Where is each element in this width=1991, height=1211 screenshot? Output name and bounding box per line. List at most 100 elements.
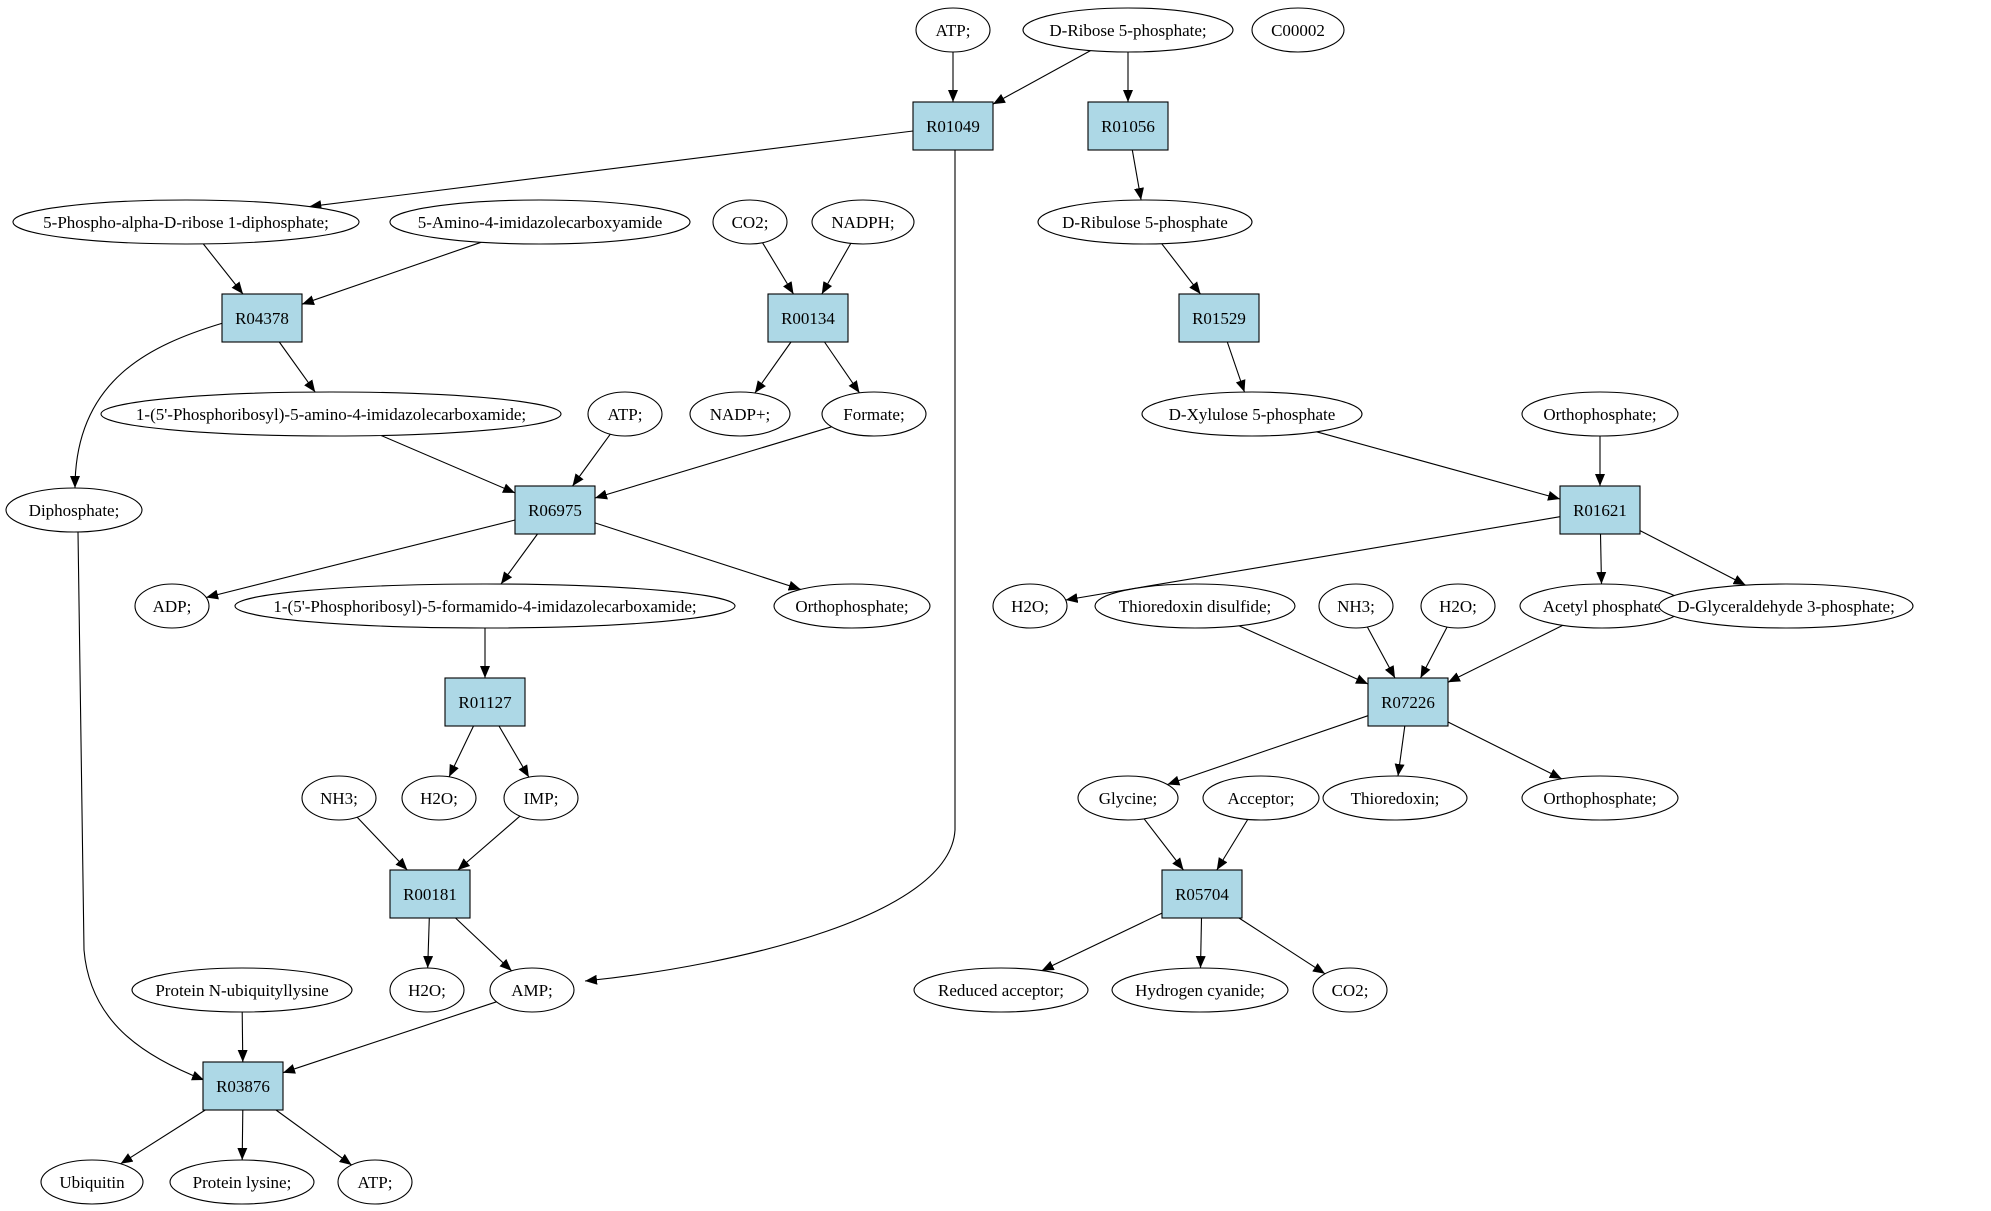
node-label: H2O; (1439, 597, 1477, 616)
compound-node-h2o-r01621[interactable]: H2O; (992, 583, 1068, 629)
compound-node-nadph[interactable]: NADPH; (811, 199, 915, 245)
compound-node-aica[interactable]: 5-Amino-4-imidazolecarboxyamide (389, 199, 691, 245)
compound-node-prpp[interactable]: 5-Phospho-alpha-D-ribose 1-diphosphate; (12, 199, 360, 245)
compound-node-formate[interactable]: Formate; (821, 391, 927, 437)
node-label: NH3; (320, 789, 358, 808)
node-label: 1-(5'-Phosphoribosyl)-5-amino-4-imidazol… (136, 405, 526, 424)
reaction-node-r01127[interactable]: R01127 (444, 677, 526, 727)
reaction-node-r07226[interactable]: R07226 (1367, 677, 1449, 727)
edge-r05704-to-reduced-acceptor (1041, 912, 1163, 972)
node-label: Thioredoxin; (1351, 789, 1440, 808)
compound-node-protein-n-ubiq[interactable]: Protein N-ubiquityllysine (131, 967, 353, 1013)
compound-node-d-xylulose-5p[interactable]: D-Xylulose 5-phosphate (1141, 391, 1363, 437)
compound-node-diphosphate[interactable]: Diphosphate; (5, 487, 143, 533)
reaction-box (1559, 485, 1641, 535)
node-label: C00002 (1271, 21, 1325, 40)
compound-node-ubiquitin[interactable]: Ubiquitin (40, 1159, 144, 1205)
compound-node-aicar[interactable]: 1-(5'-Phosphoribosyl)-5-amino-4-imidazol… (100, 391, 562, 437)
compound-ellipse (503, 775, 579, 821)
reaction-node-r01056[interactable]: R01056 (1087, 101, 1169, 151)
compound-ellipse (301, 775, 377, 821)
node-label: D-Xylulose 5-phosphate (1169, 405, 1336, 424)
compound-node-d-ribulose-5p[interactable]: D-Ribulose 5-phosphate (1037, 199, 1253, 245)
edge-r03876-to-atp-bottom (275, 1109, 352, 1166)
edge-r01127-to-h2o-r01127 (448, 725, 474, 778)
node-label: IMP; (524, 789, 559, 808)
compound-node-ortho-r07226[interactable]: Orthophosphate; (1521, 775, 1679, 821)
reaction-box (767, 293, 849, 343)
reaction-node-r01049[interactable]: R01049 (912, 101, 994, 151)
reaction-box (1087, 101, 1169, 151)
reaction-node-r04378[interactable]: R04378 (221, 293, 303, 343)
compound-node-imp[interactable]: IMP; (503, 775, 579, 821)
compound-node-acceptor[interactable]: Acceptor; (1202, 775, 1320, 821)
compound-node-co2-top[interactable]: CO2; (712, 199, 788, 245)
edge-d-ribulose-5p-to-r01529 (1161, 243, 1201, 295)
reaction-node-r00134[interactable]: R00134 (767, 293, 849, 343)
node-label: ADP; (153, 597, 192, 616)
reaction-box (444, 677, 526, 727)
compound-node-atp-top[interactable]: ATP; (915, 7, 991, 53)
node-label: R00181 (403, 885, 457, 904)
compound-node-ortho-r06975[interactable]: Orthophosphate; (773, 583, 931, 629)
compound-node-thioredoxin[interactable]: Thioredoxin; (1322, 775, 1468, 821)
edge-imp-to-r00181 (457, 815, 521, 871)
compound-ellipse (821, 391, 927, 437)
compound-node-acetyl-phosphate[interactable]: Acetyl phosphate (1519, 583, 1685, 629)
compound-node-h2o-r00181[interactable]: H2O; (389, 967, 465, 1013)
compound-node-adp[interactable]: ADP; (134, 583, 210, 629)
compound-node-gap[interactable]: D-Glyceraldehyde 3-phosphate; (1658, 583, 1914, 629)
reaction-node-r01621[interactable]: R01621 (1559, 485, 1641, 535)
compound-ellipse (913, 967, 1089, 1013)
compound-node-atp-bottom[interactable]: ATP; (337, 1159, 413, 1205)
reaction-node-r03876[interactable]: R03876 (202, 1061, 284, 1111)
compound-node-nh3-right[interactable]: NH3; (1318, 583, 1394, 629)
compound-node-reduced-acceptor[interactable]: Reduced acceptor; (913, 967, 1089, 1013)
node-label: Acceptor; (1227, 789, 1294, 808)
compound-node-h2o-right[interactable]: H2O; (1420, 583, 1496, 629)
compound-node-co2-bottom[interactable]: CO2; (1312, 967, 1388, 1013)
compound-ellipse (234, 583, 736, 629)
compound-ellipse (401, 775, 477, 821)
reaction-node-r01529[interactable]: R01529 (1178, 293, 1260, 343)
compound-node-glycine[interactable]: Glycine; (1077, 775, 1179, 821)
compound-node-amp[interactable]: AMP; (489, 967, 575, 1013)
edge-protein-n-ubiq-to-r03876 (237, 1011, 248, 1063)
compound-node-atp-mid[interactable]: ATP; (587, 391, 663, 437)
reaction-node-r05704[interactable]: R05704 (1161, 869, 1243, 919)
edge-amp-to-r03876 (282, 1001, 497, 1074)
compound-node-h2o-r01127[interactable]: H2O; (401, 775, 477, 821)
compound-node-protein-lysine[interactable]: Protein lysine; (169, 1159, 315, 1205)
compound-node-ortho-r01621[interactable]: Orthophosphate; (1521, 391, 1679, 437)
node-label: R06975 (528, 501, 582, 520)
node-label: Orthophosphate; (1543, 789, 1656, 808)
node-label: R03876 (216, 1077, 270, 1096)
compound-node-nadp[interactable]: NADP+; (689, 391, 791, 437)
compound-node-nh3-left[interactable]: NH3; (301, 775, 377, 821)
compound-ellipse (1521, 775, 1679, 821)
node-label: Formate; (843, 405, 904, 424)
node-label: Orthophosphate; (795, 597, 908, 616)
compound-ellipse (1094, 583, 1296, 629)
node-label: D-Glyceraldehyde 3-phosphate; (1677, 597, 1895, 616)
edge-nh3-left-to-r00181 (356, 816, 408, 871)
reaction-box (912, 101, 994, 151)
compound-node-faicar[interactable]: 1-(5'-Phosphoribosyl)-5-formamido-4-imid… (234, 583, 736, 629)
reaction-node-r06975[interactable]: R06975 (514, 485, 596, 535)
compound-node-c00002[interactable]: C00002 (1251, 7, 1345, 53)
reaction-box (1161, 869, 1243, 919)
reaction-node-r00181[interactable]: R00181 (389, 869, 471, 919)
compound-ellipse (12, 199, 360, 245)
compound-node-d-ribose-5p[interactable]: D-Ribose 5-phosphate; (1022, 7, 1234, 53)
compound-ellipse (992, 583, 1068, 629)
reaction-box (1178, 293, 1260, 343)
compound-ellipse (1077, 775, 1179, 821)
node-label: ATP; (936, 21, 971, 40)
compound-ellipse (1312, 967, 1388, 1013)
edge-r00181-to-amp (455, 917, 512, 972)
compound-ellipse (587, 391, 663, 437)
compound-node-hydrogen-cyanide[interactable]: Hydrogen cyanide; (1111, 967, 1289, 1013)
compound-node-thioredoxin-disulfide[interactable]: Thioredoxin disulfide; (1094, 583, 1296, 629)
edge-r07226-to-thioredoxin (1394, 725, 1406, 777)
reaction-box (221, 293, 303, 343)
